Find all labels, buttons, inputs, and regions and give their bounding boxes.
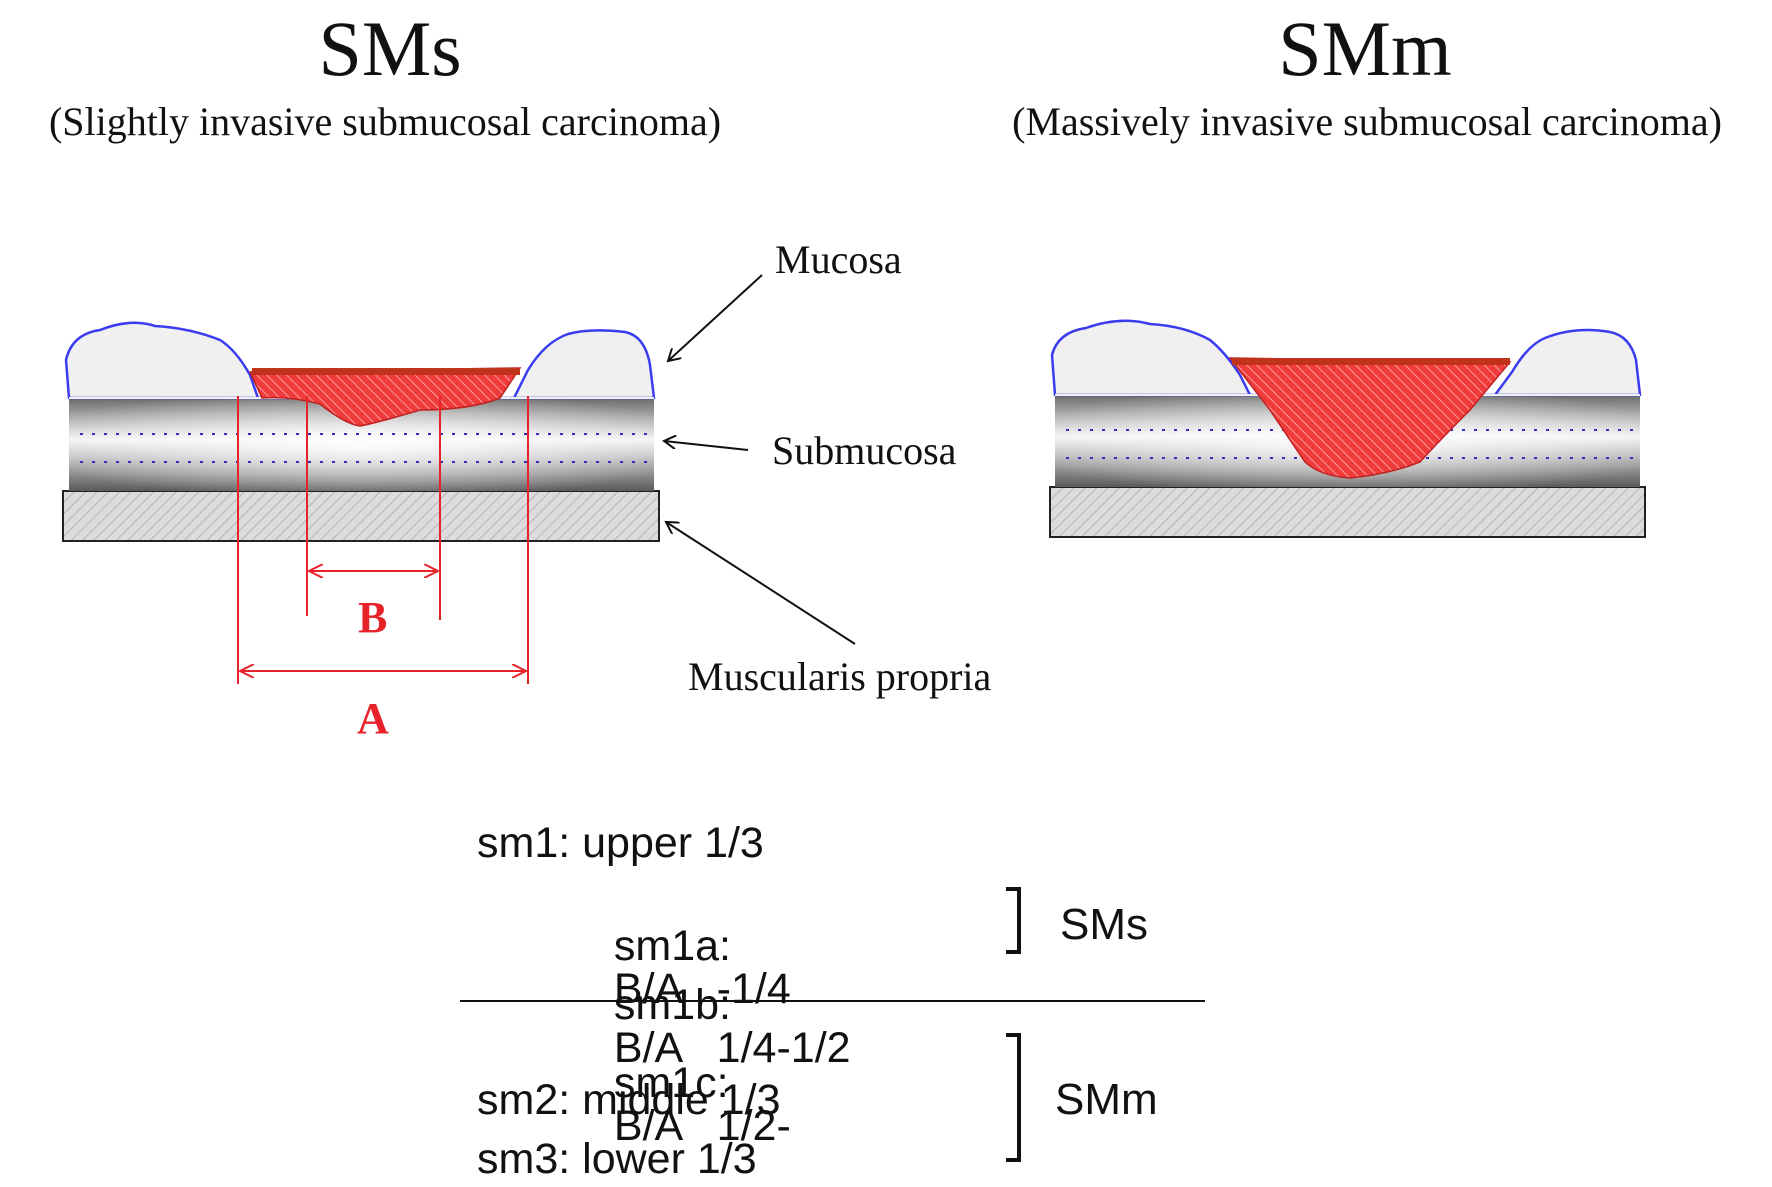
sms-tumor-surface	[252, 368, 520, 375]
muscularis-leader-arrow	[666, 522, 856, 645]
smm-bracket	[1006, 1033, 1021, 1162]
classification-code: sm2:	[477, 1076, 571, 1124]
sms-muscularis-layer	[62, 490, 660, 542]
classification-code: sm1:	[477, 819, 571, 867]
smm-title: SMm	[1278, 5, 1452, 92]
smm-diagram	[1049, 319, 1646, 538]
classification-row-sm1a: sm1a: B/A -1/4	[590, 882, 791, 1011]
classification-code: sm1a:	[613, 922, 732, 970]
sms-subtitle: (Slightly invasive submucosal carcinoma)	[48, 99, 722, 144]
smm-tumor-surface	[1232, 358, 1510, 365]
sms-tumor	[248, 367, 522, 427]
classification-desc: B/A -1/4	[613, 965, 791, 1013]
mucosa-leader-arrow	[668, 274, 763, 361]
classification-desc: B/A 1/4-1/2	[613, 1024, 851, 1072]
classification-row-sm3: sm3: lower 1/3	[477, 1138, 757, 1181]
classification-desc: upper 1/3	[582, 819, 764, 867]
sms-diagram	[62, 274, 856, 684]
classification-row-sm1b: sm1b: B/A 1/4-1/2	[590, 941, 851, 1070]
group-label-smm: SMm	[1055, 1075, 1158, 1124]
classification-code: sm1c:	[613, 1059, 729, 1107]
classification-desc: B/A 1/2-	[613, 1102, 791, 1150]
classification-row-sm2: sm2: middle 1/3	[477, 1079, 781, 1122]
group-label-sms: SMs	[1060, 900, 1148, 949]
sms-bracket	[1006, 887, 1021, 954]
smm-tumor	[1228, 357, 1512, 479]
smm-muscularis-layer	[1049, 486, 1646, 538]
classification-desc: middle 1/3	[582, 1076, 781, 1124]
classification-desc: lower 1/3	[582, 1135, 757, 1183]
smm-subtitle: (Massively invasive submucosal carcinoma…	[1012, 99, 1722, 144]
classification-code: sm1b:	[613, 981, 732, 1029]
classification-code: sm3:	[477, 1135, 571, 1183]
submucosa-leader-arrow	[664, 441, 749, 451]
classification-row-sm1c: sm1c: B/A 1/2-	[590, 1019, 791, 1148]
classification-row-sm1: sm1: upper 1/3	[477, 822, 764, 865]
submucosa-label: Submucosa	[772, 428, 957, 473]
sms-mucosa-layer	[64, 321, 656, 400]
sms-title: SMs	[318, 5, 462, 92]
dimension-a-label: A	[357, 694, 389, 743]
muscularis-propria-label: Muscularis propria	[688, 654, 992, 699]
classification-brackets	[460, 887, 1205, 1162]
dimension-b-label: B	[358, 593, 388, 642]
mucosa-label: Mucosa	[775, 237, 902, 282]
